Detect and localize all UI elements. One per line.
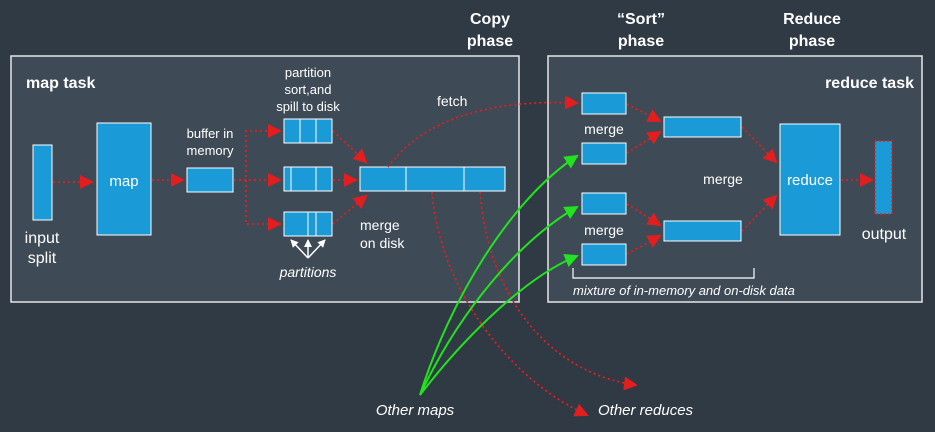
merge-label-top: merge [584,121,624,137]
spill-file-middle [283,166,333,192]
reduce-box-label: reduce [787,172,833,189]
input-split-label-line2: split [28,250,57,267]
buffer-box [186,167,234,193]
fetched-segment-3 [581,192,627,215]
buffer-label-line2: memory [187,143,234,158]
partitions-label: partitions [279,264,337,280]
map-output-file [359,166,506,192]
reduce-phase-label-line1: Reduce [783,11,841,28]
spill-file-top [283,118,333,144]
reduce-phase-label-line2: phase [789,33,835,50]
map-side-flow-arrows [53,95,638,417]
output-box [874,140,893,215]
reduce-side-flow-arrows [626,103,874,255]
fetched-segment-2 [581,142,627,165]
other-reduces-label: Other reduces [598,402,694,419]
partition-spill-label-line3: spill to disk [276,99,340,114]
spill-file-bottom [283,211,333,237]
input-split-box [32,144,53,221]
copy-phase-label-line2: phase [467,33,513,50]
buffer-label-line1: buffer in [187,126,234,141]
merge-label-bottom: merge [584,222,624,238]
merged-segment-top [663,116,742,138]
map-box [96,122,152,236]
output-label: output [862,226,907,243]
mixture-bracket [572,268,755,279]
reduce-box [779,123,841,236]
map-box-label: map [109,173,138,190]
reduce-task-title: reduce task [825,75,914,92]
merge-on-disk-label-line2: on disk [360,235,405,251]
fetched-segment-4 [581,243,627,266]
sort-phase-label-line1: “Sort” [617,11,665,28]
partitions-pointer-arrows [290,239,326,259]
merged-segment-bottom [663,220,742,242]
partition-spill-label-line2: sort,and [285,82,332,97]
input-split-label-line1: input [25,230,60,247]
other-maps-label: Other maps [376,402,455,419]
fetched-segment-1 [581,92,627,115]
fetch-label: fetch [437,93,467,109]
other-maps-green-arrows [419,154,579,396]
partition-spill-label-line1: partition [285,65,331,80]
merge-on-disk-label-line1: merge [360,217,400,233]
map-task-title: map task [26,75,95,92]
copy-phase-label-line1: Copy [470,11,510,28]
mixture-label: mixture of in-memory and on-disk data [573,283,795,298]
sort-phase-label-line2: phase [618,33,664,50]
merge-label-middle: merge [703,171,743,187]
